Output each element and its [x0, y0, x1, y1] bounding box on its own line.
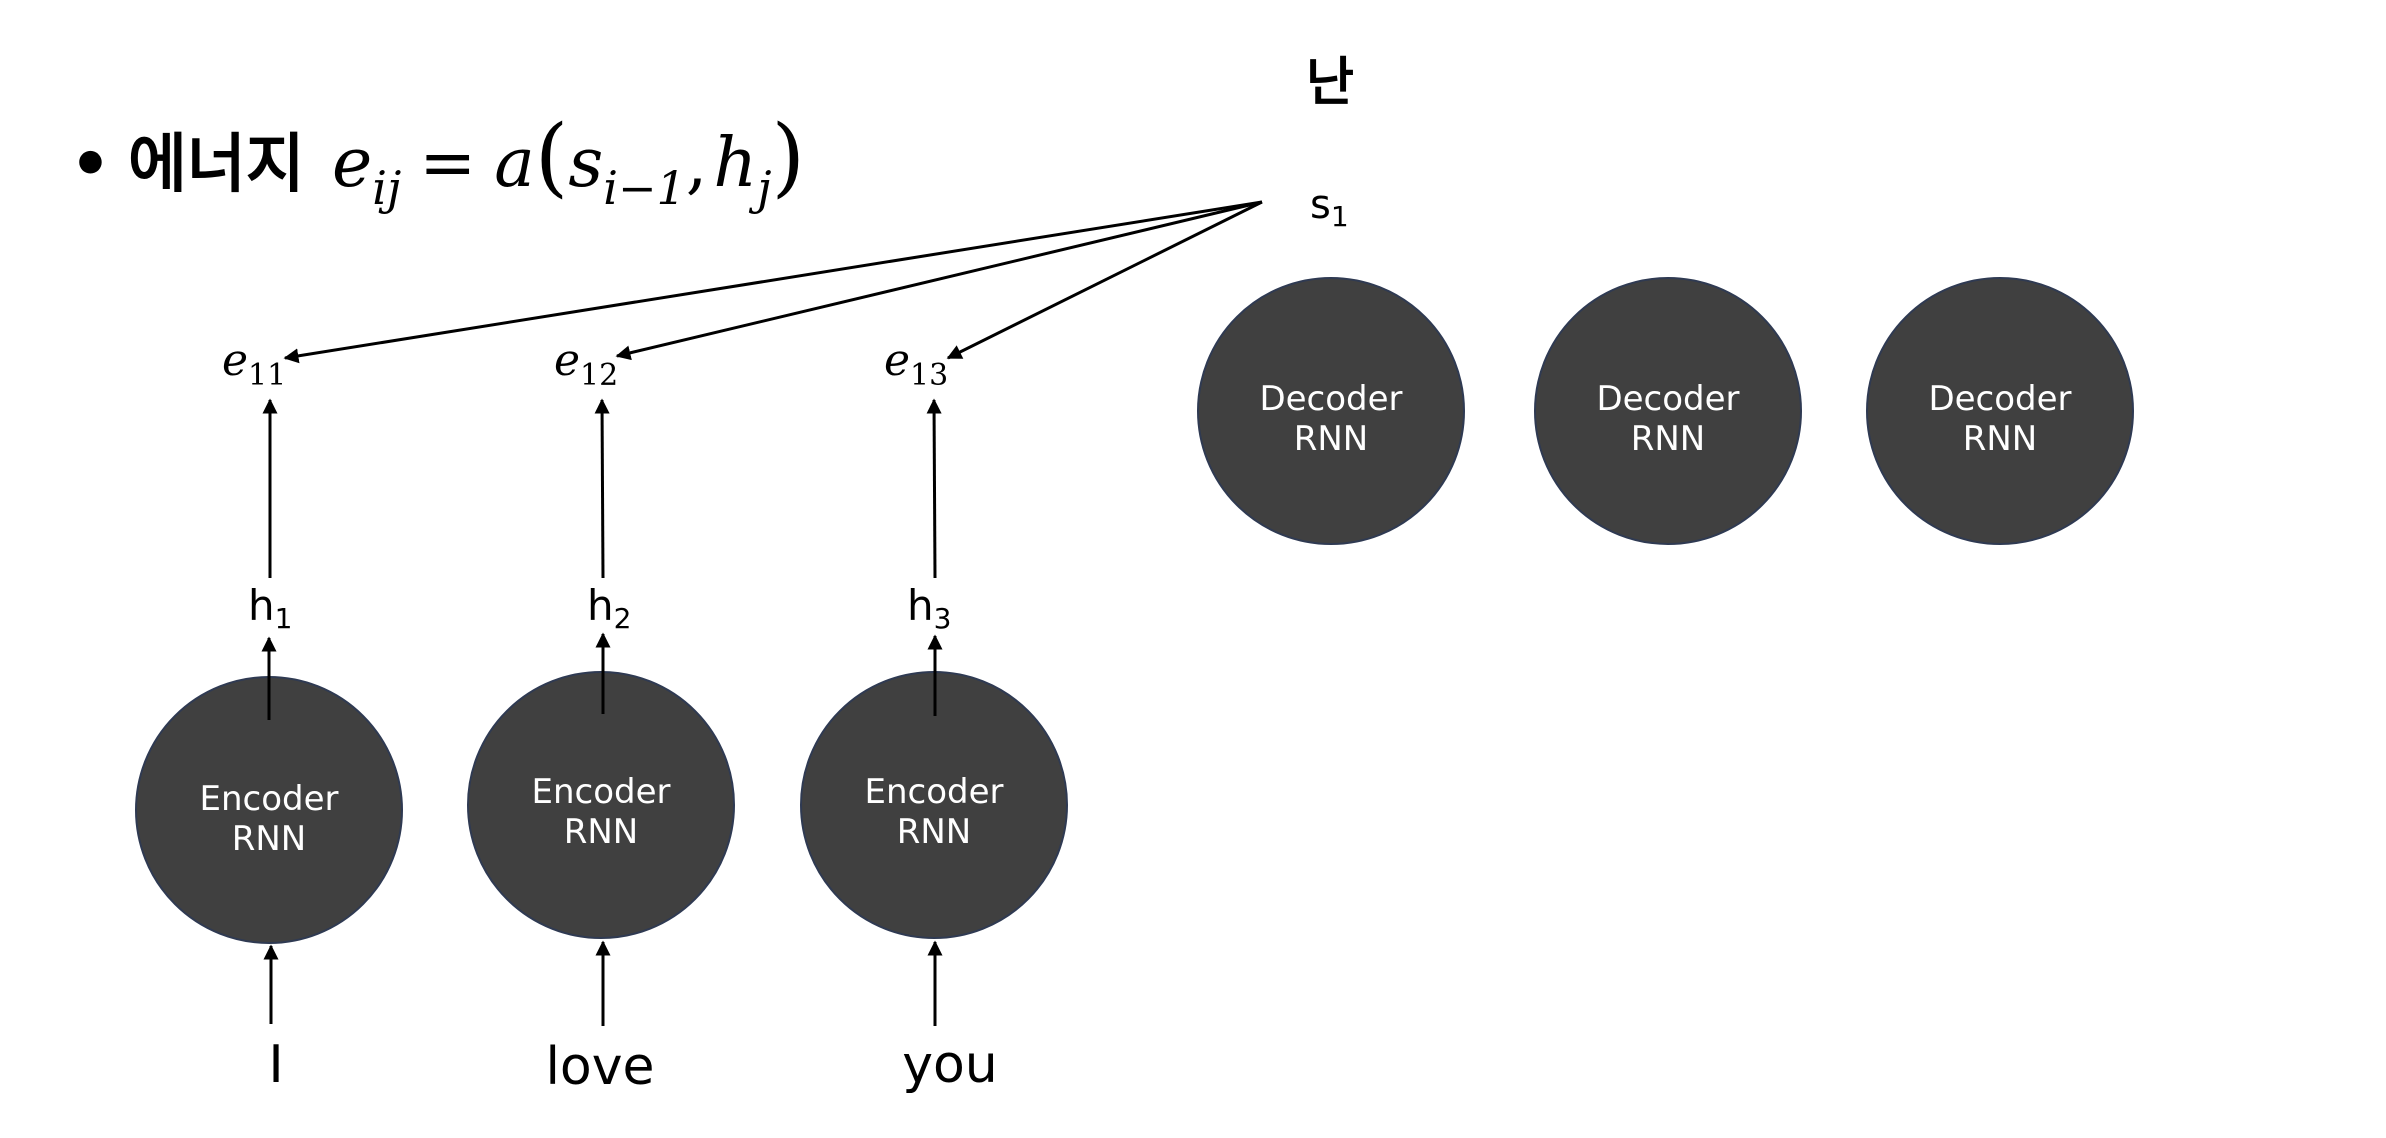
- hidden-label-base: h: [248, 581, 275, 630]
- encoder-node-label-line2: RNN: [232, 819, 307, 859]
- input-word-3: you: [902, 1035, 998, 1095]
- decoder-node-label-line1: Decoder: [1596, 379, 1739, 419]
- input-word-2: love: [545, 1037, 654, 1097]
- encoder-node-circle: [467, 671, 735, 939]
- hidden-label-h1: h1: [248, 581, 292, 635]
- energy-label-sub: 12: [580, 358, 618, 393]
- formula-lhs-sub: ij: [372, 161, 401, 215]
- decoder-state-base: s: [1310, 182, 1331, 228]
- attention-arrow-e13: [946, 200, 1263, 360]
- energy-label-var: e: [222, 335, 248, 386]
- formula-open-paren: (: [535, 107, 569, 207]
- energy-formula: eij=a(si−1,hj): [332, 107, 805, 215]
- energy-label-e12: e12: [554, 335, 618, 393]
- formula-close-paren: ): [771, 107, 805, 207]
- attention-arrow-e11: [283, 200, 1263, 364]
- encoder-node-1: Encoder RNN: [135, 676, 403, 944]
- formula-equals: =: [419, 124, 476, 203]
- hidden-label-base: h: [587, 581, 614, 630]
- decoder-state-sub: 1: [1331, 200, 1349, 233]
- encoder-node-label-line1: Encoder: [531, 772, 670, 812]
- hidden-label-sub: 2: [614, 602, 632, 635]
- formula-arg1-var: s: [568, 124, 603, 203]
- energy-label-var: e: [554, 335, 580, 386]
- energy-label-e11: e11: [222, 335, 286, 393]
- hidden-label-h2: h2: [587, 581, 631, 635]
- hidden-label-h3: h3: [907, 581, 951, 635]
- formula-func: a: [494, 124, 535, 203]
- encoder-node-label-line2: RNN: [897, 812, 972, 852]
- decoder-node-circle: [1866, 277, 2134, 545]
- energy-label-var: e: [884, 335, 910, 386]
- encoder-node-label-line1: Encoder: [864, 772, 1003, 812]
- encoder-node-2: Encoder RNN: [467, 671, 735, 939]
- hidden-label-base: h: [907, 581, 934, 630]
- decoder-node-label-line1: Decoder: [1928, 379, 2071, 419]
- decoder-output-word: 난: [1306, 53, 1354, 113]
- decoder-node-circle: [1534, 277, 1802, 545]
- arrow-h2-to-e12: [594, 398, 610, 579]
- encoder-node-label-line1: Encoder: [199, 779, 338, 819]
- formula-arg1-sub: i−1: [603, 161, 686, 215]
- attention-arrow-e12: [615, 200, 1263, 361]
- decoder-node-3: Decoder RNN: [1866, 277, 2134, 545]
- formula-lhs-var: e: [332, 124, 372, 203]
- input-word-1: I: [268, 1035, 283, 1095]
- hidden-label-sub: 3: [934, 602, 952, 635]
- decoder-node-1: Decoder RNN: [1197, 277, 1465, 545]
- formula-arg2-var: h: [713, 124, 757, 203]
- decoder-node-label-line1: Decoder: [1259, 379, 1402, 419]
- arrow-h3-to-e13: [926, 398, 942, 579]
- decoder-node-label-line2: RNN: [1631, 419, 1706, 459]
- hidden-label-sub: 1: [275, 602, 293, 635]
- decoder-node-label-line2: RNN: [1294, 419, 1369, 459]
- decoder-node-label-line2: RNN: [1963, 419, 2038, 459]
- encoder-node-label-line2: RNN: [564, 812, 639, 852]
- decoder-node-2: Decoder RNN: [1534, 277, 1802, 545]
- energy-label-e13: e13: [884, 335, 948, 393]
- title-korean: 에너지: [128, 128, 305, 202]
- title-bullet: •: [70, 128, 111, 202]
- decoder-state-label: s1: [1310, 182, 1349, 233]
- energy-label-sub: 11: [248, 358, 286, 393]
- formula-comma: ,: [686, 124, 708, 203]
- decoder-node-circle: [1197, 277, 1465, 545]
- energy-label-sub: 13: [910, 358, 948, 393]
